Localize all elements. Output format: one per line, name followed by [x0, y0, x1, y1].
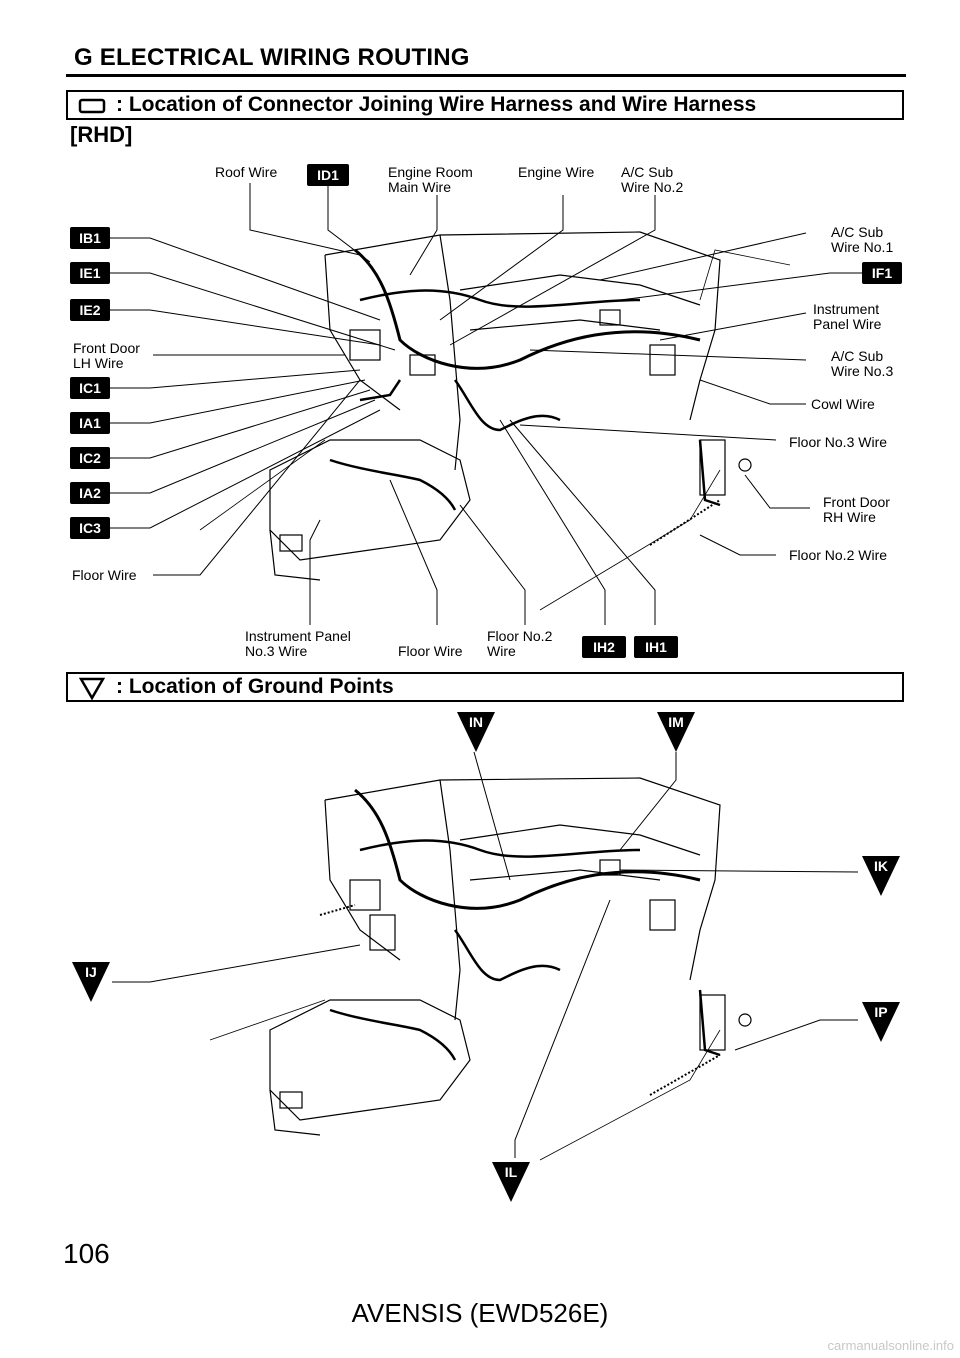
ground-section-header: : Location of Ground Points [66, 672, 904, 702]
label-engine-room-main-wire: Engine Room Main Wire [388, 164, 473, 195]
connector-IC2: IC2 [70, 447, 110, 469]
connector-IA2: IA2 [70, 482, 110, 504]
rhd-variant-label: [RHD] [70, 122, 133, 147]
ground-point-IP-label: IP [874, 1004, 888, 1020]
label-floor-wire-bottom: Floor Wire [398, 643, 463, 659]
label-cowl-wire: Cowl Wire [811, 396, 875, 412]
label-engine-wire: Engine Wire [518, 164, 595, 180]
ground-symbol-icon [78, 677, 106, 700]
connector-section-header: : Location of Connector Joining Wire Har… [66, 90, 904, 120]
ground-point-IN-label: IN [469, 714, 483, 730]
page-number: 106 [63, 1238, 110, 1269]
label-floor-no2-wire-bottom: Floor No.2 Wire [487, 628, 553, 659]
label-ac-sub-wire-no3: A/C Sub Wire No.3 [831, 348, 894, 379]
ground-point-IJ-label: IJ [85, 964, 97, 980]
ground-point-IL-marker [492, 1162, 530, 1202]
connector-section-title: : Location of Connector Joining Wire Har… [116, 93, 757, 116]
connector-IF1: IF1 [862, 262, 902, 284]
label-floor-no2-wire-right: Floor No.2 Wire [789, 547, 888, 563]
label-roof-wire: Roof Wire [215, 164, 278, 180]
connector-IE1: IE1 [70, 262, 110, 284]
ground-point-IM-label: IM [668, 714, 684, 730]
label-instrument-panel-no3-wire: Instrument Panel No.3 Wire [245, 628, 351, 659]
model-footer: AVENSIS (EWD526E) [351, 1298, 609, 1328]
ground-point-IJ-marker [72, 962, 110, 1002]
page-title: G ELECTRICAL WIRING ROUTING [74, 44, 470, 71]
connector-IC3: IC3 [70, 517, 110, 539]
ground-point-IK-marker [862, 856, 900, 896]
leader-lines-1 [110, 183, 868, 625]
ground-point-IL-label: IL [504, 1164, 518, 1180]
ground-point-IN-marker [457, 712, 495, 752]
connector-IA1: IA1 [70, 412, 110, 434]
dashboard-illustration-1 [199, 231, 791, 611]
ground-point-triangles [72, 712, 900, 1202]
ground-point-IK-label: IK [874, 858, 888, 874]
dashboard-illustration-2 [209, 777, 752, 1161]
label-front-door-rh-wire: Front Door RH Wire [823, 494, 890, 525]
ground-point-IM-marker [657, 712, 695, 752]
label-floor-no3-wire: Floor No.3 Wire [789, 434, 888, 450]
title-divider [66, 74, 906, 77]
label-instrument-panel-wire: Instrument Panel Wire [813, 301, 882, 332]
connector-IH2: IH2 [582, 636, 626, 658]
label-ac-sub-wire-no2: A/C Sub Wire No.2 [621, 164, 684, 195]
label-floor-wire-left: Floor Wire [72, 567, 137, 583]
leader-lines-2 [112, 751, 859, 1158]
connector-IC1: IC1 [70, 377, 110, 399]
connector-IH1: IH1 [634, 636, 678, 658]
connector-ID1: ID1 [307, 164, 349, 186]
connector-symbol-icon [78, 98, 106, 114]
label-ac-sub-wire-no1: A/C Sub Wire No.1 [831, 224, 894, 255]
ground-section-title: : Location of Ground Points [116, 675, 394, 698]
label-front-door-lh-wire: Front Door LH Wire [73, 340, 140, 371]
watermark: carmanualsonline.info [827, 1338, 954, 1353]
connector-IE2: IE2 [70, 299, 110, 321]
connector-IB1: IB1 [70, 227, 110, 249]
ground-point-IP-marker [862, 1002, 900, 1042]
